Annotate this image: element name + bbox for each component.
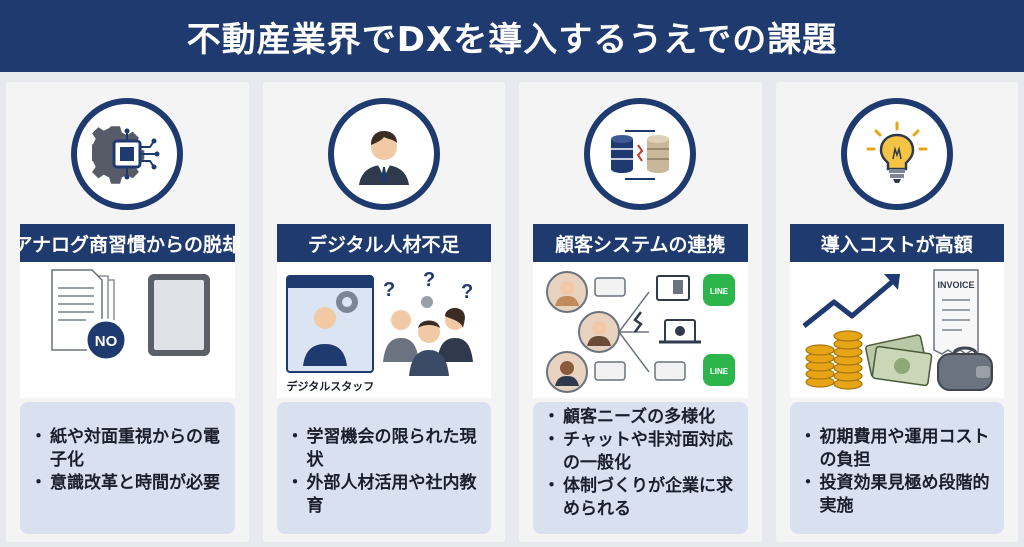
question-marks: ??? (383, 269, 473, 303)
point: 外部人材活用や社内教育 (287, 472, 482, 518)
chat-bubbles (594, 277, 686, 381)
database-right (647, 135, 670, 173)
line-app-icon (703, 274, 735, 386)
chip-gear-icon (71, 98, 184, 210)
point: 意識改革と時間が必要 (30, 472, 225, 495)
customer-avatars (546, 271, 620, 393)
card-customer-system: 顧客システムの連携 (519, 82, 762, 542)
point: 顧客ニーズの多様化 (543, 406, 738, 429)
points-list: 顧客ニーズの多様化 チャットや非対面対応の一般化 体制づくりが企業に求められる (533, 402, 748, 534)
lightbulb-icon (840, 98, 953, 210)
svg-text:?: ? (423, 269, 435, 291)
wallet-icon (936, 346, 993, 391)
points-list: 紙や対面重視からの電子化 意識改革と時間が必要 (20, 402, 235, 534)
digital-staff-window-icon (285, 275, 374, 373)
no-badge: NO (95, 333, 118, 350)
card-title: 導入コストが高額 (789, 224, 1004, 262)
businessman-icon (327, 98, 440, 210)
card-analog: アナログ商習慣からの脱却 NO 紙や対面重視からの電子化 意識改革と時間が必 (6, 82, 249, 542)
card-cost: 導入コストが高額 (775, 82, 1018, 542)
line-label: LINE (710, 287, 729, 296)
point: 投資効果見極め段階的実施 (800, 472, 995, 518)
tablet-icon (148, 274, 210, 356)
point: 紙や対面重視からの電子化 (30, 426, 225, 472)
staff-shortage-illustration: ??? デジタルスタッフ (276, 262, 491, 398)
point: 学習機会の限られた現状 (287, 426, 482, 472)
rising-arrow-icon (801, 274, 900, 328)
digital-staff-caption: デジタルスタッフ (286, 380, 375, 393)
challenge-columns: アナログ商習慣からの脱却 NO 紙や対面重視からの電子化 意識改革と時間が必 (6, 82, 1018, 542)
invoice-label: INVOICE (937, 280, 974, 290)
points-list: 初期費用や運用コストの負担 投資効果見極め段階的実施 (789, 402, 1004, 534)
point: チャットや非対面対応の一般化 (543, 429, 738, 475)
confused-staff-group (382, 296, 473, 376)
points-list: 学習機会の限られた現状 外部人材活用や社内教育 (276, 402, 491, 534)
card-title: アナログ商習慣からの脱却 (13, 224, 241, 262)
point: 初期費用や運用コストの負担 (800, 426, 995, 472)
svg-text:?: ? (383, 279, 395, 301)
paper-to-tablet-illustration: NO (20, 262, 235, 398)
card-talent: デジタル人材不足 ??? (262, 82, 505, 542)
card-title: デジタル人材不足 (276, 224, 491, 262)
page-title: 不動産業界でDXを導入するうえでの課題 (0, 0, 1024, 72)
database-left (611, 135, 634, 173)
devices (656, 275, 701, 344)
banknotes-icon (864, 334, 932, 387)
customer-channels-illustration: LINE LINE (533, 262, 748, 398)
svg-text:?: ? (461, 281, 473, 303)
document-stack-icon (51, 269, 128, 362)
database-sync-icon (584, 98, 697, 210)
coin-stacks (804, 330, 863, 390)
point: 体制づくりが企業に求められる (543, 475, 738, 521)
card-title: 顧客システムの連携 (533, 224, 748, 262)
line-label: LINE (710, 367, 729, 376)
cost-illustration: INVOICE (789, 262, 1004, 398)
